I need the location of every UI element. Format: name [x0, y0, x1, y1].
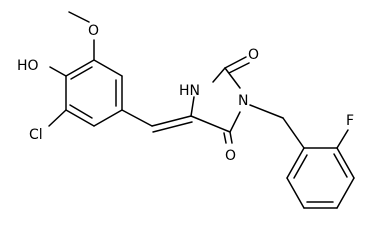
carbonyl-oxygen-top-label: O — [248, 47, 259, 63]
bond-c2-o-double — [228, 62, 250, 74]
bond-ch2-ring — [282, 117, 305, 149]
bond-ring-a6 — [65, 59, 95, 77]
bond-ring-b3 — [336, 177, 355, 209]
bond-ring-a3 — [93, 109, 123, 127]
bond-ring-a4-inner — [69, 104, 93, 119]
bond-n3-c4 — [229, 111, 241, 133]
carbonyl-oxygen-bottom-label: O — [225, 148, 236, 164]
bond-c4-o — [229, 131, 233, 144]
methoxy-oxygen-label: O — [88, 23, 99, 39]
bond-vinyl-c5-double — [152, 121, 193, 133]
bond-methyl-o — [68, 11, 90, 23]
bond-n3-ch2 — [249, 104, 284, 119]
structure-diagram: O HO Cl HN O N O F — [17, 11, 355, 209]
nh-label: HN — [179, 83, 200, 99]
bond-ring-b5 — [286, 177, 305, 209]
bonds — [48, 11, 355, 209]
fluorine-label: F — [346, 113, 354, 129]
bond-ring-b2 — [336, 147, 355, 179]
bond-c2-n3 — [224, 67, 241, 89]
bond-hydroxyl — [49, 66, 67, 77]
bond-c2-o — [224, 56, 247, 69]
bond-ring-a4 — [65, 109, 95, 127]
bond-ring-to-vinyl — [121, 109, 153, 127]
bond-fluorine — [336, 129, 349, 149]
bond-ring-a1 — [93, 59, 123, 77]
bond-c4-o-double — [223, 132, 227, 144]
bond-ring-b6-inner — [293, 154, 308, 179]
bond-vinyl-c5 — [151, 115, 192, 127]
chlorine-label: Cl — [29, 127, 43, 143]
bond-ring-b2-inner — [333, 153, 348, 178]
bond-ring-a6-inner — [70, 66, 93, 80]
atom-labels: O HO Cl HN O N O F — [17, 23, 354, 164]
bond-nh-c2 — [212, 67, 226, 83]
hydroxyl-label: HO — [17, 58, 39, 74]
bond-c4-c5 — [190, 115, 231, 133]
n3-label: N — [238, 93, 248, 109]
bond-chlorine — [48, 109, 67, 127]
bond-ring-b6 — [286, 147, 305, 179]
bond-c5-nh — [190, 96, 195, 117]
